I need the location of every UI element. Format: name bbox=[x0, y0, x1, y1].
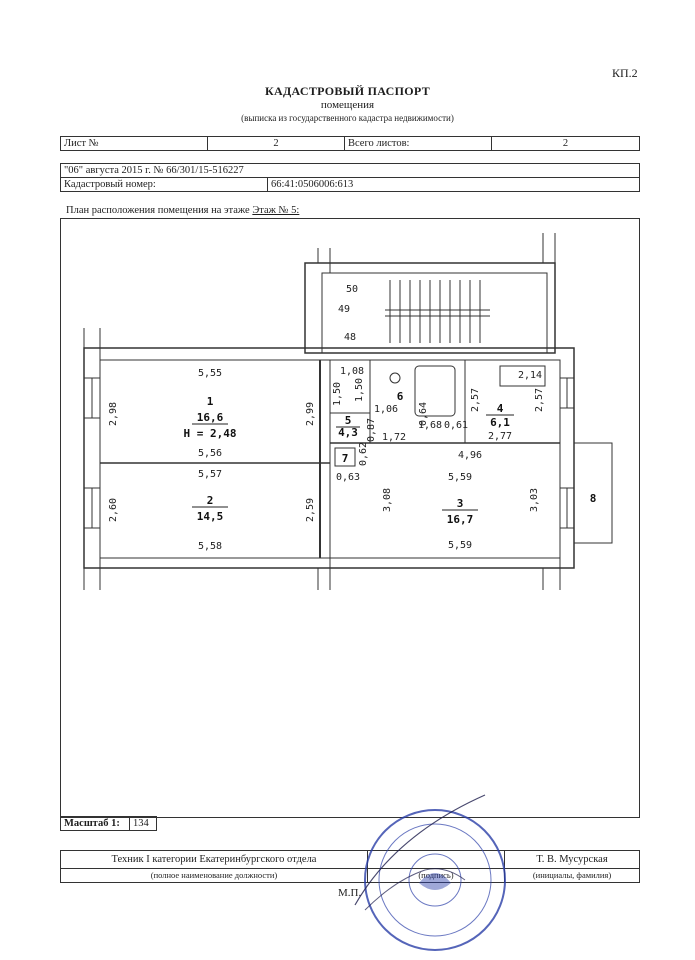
cadastral-number: 66:41:0506006:613 bbox=[267, 177, 640, 192]
signature-stroke bbox=[354, 794, 486, 906]
room-6-number: 6 bbox=[397, 390, 404, 403]
dim-r1-bottom: 5,56 bbox=[198, 448, 222, 459]
dim-172: 1,72 bbox=[382, 432, 406, 443]
dim-r3-top: 5,59 bbox=[448, 472, 472, 483]
dim-150b: 1,50 bbox=[354, 378, 365, 402]
officer-name: Т. В. Мусурская bbox=[504, 850, 640, 869]
room-2-area: 14,5 bbox=[197, 510, 224, 523]
dim-061: 0,61 bbox=[444, 420, 468, 431]
stove bbox=[499, 365, 546, 387]
dim-r3-bottom: 5,59 bbox=[448, 540, 472, 551]
signature-table: Техник I категории Екатеринбургского отд… bbox=[60, 850, 640, 883]
room-7-number: 7 bbox=[342, 452, 349, 465]
document-subtitle: помещения bbox=[320, 99, 375, 111]
dim-087: 0,87 bbox=[366, 418, 377, 442]
room-5-area: 4,3 bbox=[338, 426, 358, 439]
stairwell-inner bbox=[321, 272, 548, 354]
room-3-area: 16,7 bbox=[447, 513, 474, 526]
form-code: КП.2 bbox=[612, 66, 638, 80]
dim-r4-left: 2,57 bbox=[470, 388, 481, 412]
dim-r2-top: 5,57 bbox=[198, 469, 222, 480]
position-title: Техник I категории Екатеринбургского отд… bbox=[60, 850, 368, 869]
plan-caption: План расположения помещения на этаже Эта… bbox=[66, 205, 300, 216]
dim-r3-right: 3,03 bbox=[529, 488, 540, 512]
dim-150a: 1,50 bbox=[332, 382, 343, 406]
name-caption: (инициалы, фамилия) bbox=[504, 868, 640, 883]
balcony bbox=[573, 442, 613, 544]
room-3-number: 3 bbox=[457, 497, 464, 510]
bathtub bbox=[414, 365, 456, 417]
room-5-number: 5 bbox=[345, 414, 352, 427]
room-4-area: 6,1 bbox=[490, 416, 510, 429]
dim-064: 0,64 bbox=[418, 402, 429, 426]
floor-plan: 1 16,6 Н = 2,48 2 14,5 3 16,7 4 6,1 5 4,… bbox=[83, 233, 613, 590]
room-1-height: Н = 2,48 bbox=[184, 427, 237, 440]
dim-stair-49: 49 bbox=[338, 304, 350, 315]
dim-r4-right: 2,57 bbox=[534, 388, 545, 412]
dim-stair-48: 48 bbox=[344, 332, 356, 343]
sink bbox=[389, 372, 401, 384]
position-caption: (полное наименование должности) bbox=[60, 868, 368, 883]
dim-r1-top: 5,55 bbox=[198, 368, 222, 379]
sheet-label: Лист № bbox=[60, 136, 208, 151]
stamp-place-label: М.П. bbox=[338, 887, 362, 899]
stair-steps bbox=[385, 280, 490, 343]
sheet-value: 2 bbox=[207, 136, 345, 151]
document-title: КАДАСТРОВЫЙ ПАСПОРТ bbox=[265, 84, 430, 98]
dim-r1-left: 2,98 bbox=[108, 402, 119, 426]
scale-table: Масштаб 1: 134 bbox=[60, 816, 157, 831]
room-1-area: 16,6 bbox=[197, 411, 224, 424]
document-note: (выписка из государственного кадастра не… bbox=[241, 113, 454, 123]
room-1-number: 1 bbox=[207, 395, 214, 408]
room-4-number: 4 bbox=[497, 402, 504, 415]
windows bbox=[83, 377, 575, 529]
floor-number: Этаж № 5: bbox=[252, 205, 300, 216]
dim-r2-bottom: 5,58 bbox=[198, 541, 222, 552]
dim-r4-bottom: 2,77 bbox=[488, 431, 512, 442]
dim-r2-left: 2,60 bbox=[108, 498, 119, 522]
room-7-box bbox=[334, 447, 356, 467]
dim-063: 0,63 bbox=[336, 472, 360, 483]
dim-r3-left: 3,08 bbox=[382, 488, 393, 512]
sheet-table: Лист № 2 Всего листов: 2 bbox=[60, 136, 640, 151]
registration-table: "06" августа 2015 г. № 66/301/15-516227 … bbox=[60, 163, 640, 192]
plan-frame bbox=[60, 218, 640, 818]
cadastral-label: Кадастровый номер: bbox=[60, 177, 268, 192]
dim-106: 1,06 bbox=[374, 404, 398, 415]
dim-stair-50: 50 bbox=[346, 284, 358, 295]
dim-r1-right: 2,99 bbox=[305, 402, 316, 426]
room-8-number: 8 bbox=[590, 492, 597, 505]
dim-062: 0,62 bbox=[358, 442, 369, 466]
dim-168: 1,68 bbox=[418, 420, 442, 431]
dim-r3-top-right: 4,96 bbox=[458, 450, 482, 461]
total-label: Всего листов: bbox=[344, 136, 492, 151]
scale-label: Масштаб 1: bbox=[60, 816, 130, 831]
dim-r4-top: 2,14 bbox=[518, 370, 542, 381]
dim-r2-right: 2,59 bbox=[305, 498, 316, 522]
dim-108: 1,08 bbox=[340, 366, 364, 377]
official-stamp bbox=[354, 794, 506, 951]
room-2-number: 2 bbox=[207, 494, 214, 507]
registration-date: "06" августа 2015 г. № 66/301/15-516227 bbox=[60, 163, 640, 178]
scale-value: 134 bbox=[129, 816, 157, 831]
total-value: 2 bbox=[491, 136, 640, 151]
